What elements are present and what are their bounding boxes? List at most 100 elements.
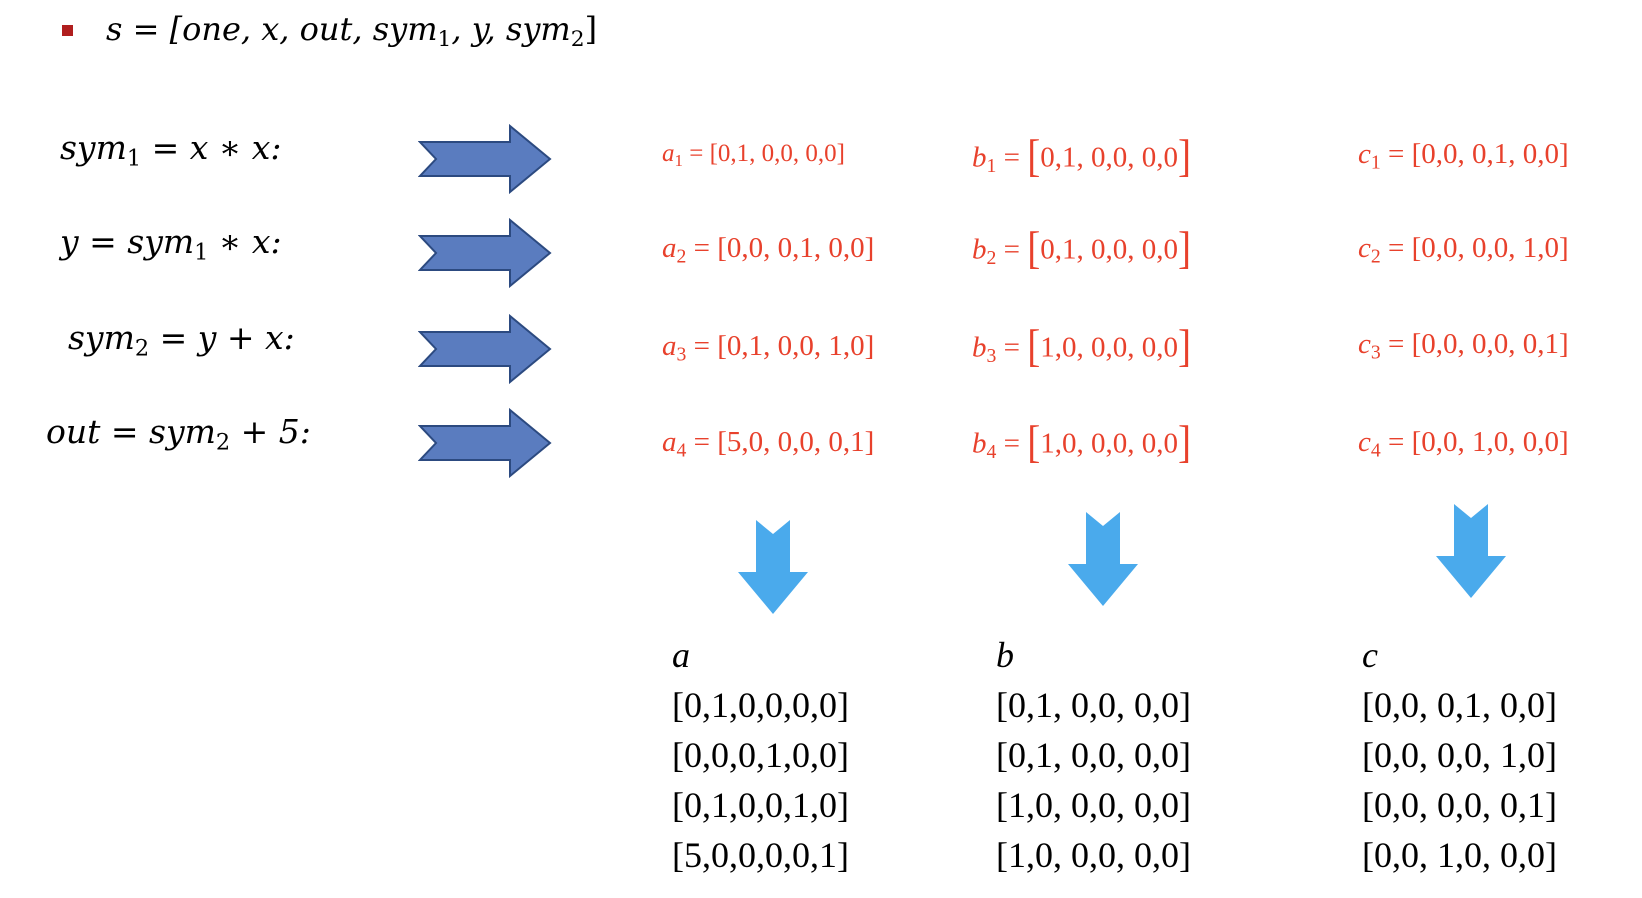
result-block-a: a [0,1,0,0,0,0] [0,0,0,1,0,0] [0,1,0,0,1… [672, 630, 849, 880]
vector-sub: 3 [1370, 341, 1381, 364]
vector-c1: c1 = [0,0, 0,1, 0,0] [1358, 138, 1569, 174]
left-bracket: [ [1027, 321, 1041, 372]
vector-sub: 2 [676, 245, 687, 268]
vector-value: 0,1, 0,0, 0,0 [1040, 233, 1179, 266]
vector-symbol: b [972, 331, 987, 364]
right-bracket: ] [1178, 223, 1192, 274]
eq2-rhs-sub: 1 [194, 239, 209, 266]
header-equation: s = [one, x, out, sym1, y, sym2] [106, 10, 598, 53]
result-row: [0,1, 0,0, 0,0] [996, 735, 1191, 775]
vector-symbol: a [662, 330, 677, 362]
equation-y: y = sym1 ∗ x: [60, 222, 282, 264]
vector-a1: a1 = [0,1, 0,0, 0,0] [662, 140, 846, 170]
result-label: a [672, 635, 690, 675]
eq4-rhs-a: = sym [100, 412, 216, 451]
result-row: [0,0, 0,1, 0,0] [1362, 685, 1557, 725]
header-var: s [106, 10, 123, 48]
down-arrow-icon [1436, 504, 1506, 598]
equation-out: out = sym2 + 5: [46, 412, 311, 454]
vector-symbol: c [1358, 138, 1371, 170]
vector-a4: a4 = [5,0, 0,0, 0,1] [662, 426, 875, 462]
vector-b2: b2 = [0,1, 0,0, 0,0] [972, 223, 1192, 274]
result-row: [0,0, 0,0, 1,0] [1362, 735, 1557, 775]
result-row: [0,0, 0,0, 0,1] [1362, 785, 1557, 825]
equation-sym1: sym1 = x ∗ x: [60, 128, 282, 170]
vector-symbol: b [972, 141, 987, 174]
vector-symbol: c [1358, 426, 1371, 458]
vector-value: [0,0, 0,0, 0,1] [1411, 328, 1569, 360]
down-arrow-icon [738, 520, 808, 614]
eq1-lhs-sub: 1 [126, 145, 142, 172]
result-label: b [996, 635, 1014, 675]
result-label: c [1362, 635, 1378, 675]
vector-value: 1,0, 0,0, 0,0 [1040, 331, 1179, 364]
right-bracket: ] [1178, 321, 1192, 372]
eq4-lhs: out [46, 412, 101, 451]
vector-value: [5,0, 0,0, 0,1] [717, 426, 875, 458]
result-row: [1,0, 0,0, 0,0] [996, 785, 1191, 825]
vector-sub: 2 [1370, 245, 1381, 268]
result-block-b: b [0,1, 0,0, 0,0] [0,1, 0,0, 0,0] [1,0, … [996, 630, 1191, 880]
header-rhs: [one, x, out, sym [169, 10, 438, 48]
right-arrow-icon [418, 408, 552, 478]
vector-value: 0,1, 0,0, 0,0 [1040, 141, 1179, 174]
vector-b3: b3 = [1,0, 0,0, 0,0] [972, 321, 1192, 372]
vector-symbol: a [662, 426, 677, 458]
vector-value: [0,1, 0,0, 1,0] [717, 330, 875, 362]
result-row: [0,1, 0,0, 0,0] [996, 685, 1191, 725]
vector-value: [0,0, 0,0, 1,0] [1411, 232, 1569, 264]
result-row: [0,0, 1,0, 0,0] [1362, 835, 1557, 875]
vector-symbol: b [972, 233, 987, 266]
eq2-rhs-b: ∗ x: [208, 222, 282, 261]
vector-value: 1,0, 0,0, 0,0 [1040, 427, 1179, 460]
vector-sub: 4 [986, 441, 997, 464]
right-arrow-icon [418, 314, 552, 384]
left-bracket: [ [1027, 223, 1041, 274]
left-bracket: [ [1027, 131, 1041, 182]
result-row: [1,0, 0,0, 0,0] [996, 835, 1191, 875]
eq4-rhs-sub: 2 [215, 429, 231, 456]
bullet-marker [62, 25, 73, 36]
result-row: [0,1,0,0,0,0] [672, 685, 849, 725]
left-bracket: [ [1027, 417, 1041, 468]
vector-a3: a3 = [0,1, 0,0, 1,0] [662, 330, 875, 366]
vector-symbol: c [1358, 232, 1371, 264]
vector-value: [0,1, 0,0, 0,0] [709, 140, 846, 167]
vector-symbol: c [1358, 328, 1371, 360]
vector-sub: 1 [986, 155, 997, 178]
vector-value: [0,0, 0,1, 0,0] [717, 232, 875, 264]
vector-symbol: b [972, 427, 987, 460]
right-bracket: ] [1178, 417, 1192, 468]
eq2-lhs: y [60, 222, 79, 261]
vector-sub: 3 [676, 343, 687, 366]
eq4-rhs-b: + 5: [230, 412, 311, 451]
equation-sym2: sym2 = y + x: [68, 318, 295, 360]
right-bracket: ] [1178, 131, 1192, 182]
vector-c4: c4 = [0,0, 1,0, 0,0] [1358, 426, 1569, 462]
vector-c3: c3 = [0,0, 0,0, 0,1] [1358, 328, 1569, 364]
vector-sub: 1 [1370, 151, 1381, 174]
eq1-lhs: sym [60, 128, 127, 167]
vector-sub: 3 [986, 345, 997, 368]
result-row: [0,0,0,1,0,0] [672, 735, 849, 775]
vector-a2: a2 = [0,0, 0,1, 0,0] [662, 232, 875, 268]
vector-symbol: a [662, 140, 675, 167]
eq3-lhs: sym [68, 318, 135, 357]
vector-value: [0,0, 0,1, 0,0] [1411, 138, 1569, 170]
vector-symbol: a [662, 232, 677, 264]
vector-sub: 2 [986, 247, 997, 270]
right-arrow-icon [418, 218, 552, 288]
vector-b1: b1 = [0,1, 0,0, 0,0] [972, 131, 1192, 182]
header-mid: , y, sym [451, 10, 571, 48]
header-sub2: 2 [570, 27, 585, 53]
eq1-rhs: = x ∗ x: [141, 128, 282, 167]
vector-value: [0,0, 1,0, 0,0] [1411, 426, 1569, 458]
header-sub1: 1 [437, 27, 452, 53]
header-close: ] [584, 10, 598, 48]
vector-sub: 4 [1370, 439, 1381, 462]
eq3-rhs: = y + x: [149, 318, 295, 357]
result-row: [0,1,0,0,1,0] [672, 785, 849, 825]
eq3-lhs-sub: 2 [134, 335, 150, 362]
vector-c2: c2 = [0,0, 0,0, 1,0] [1358, 232, 1569, 268]
vector-sub: 1 [674, 150, 684, 170]
